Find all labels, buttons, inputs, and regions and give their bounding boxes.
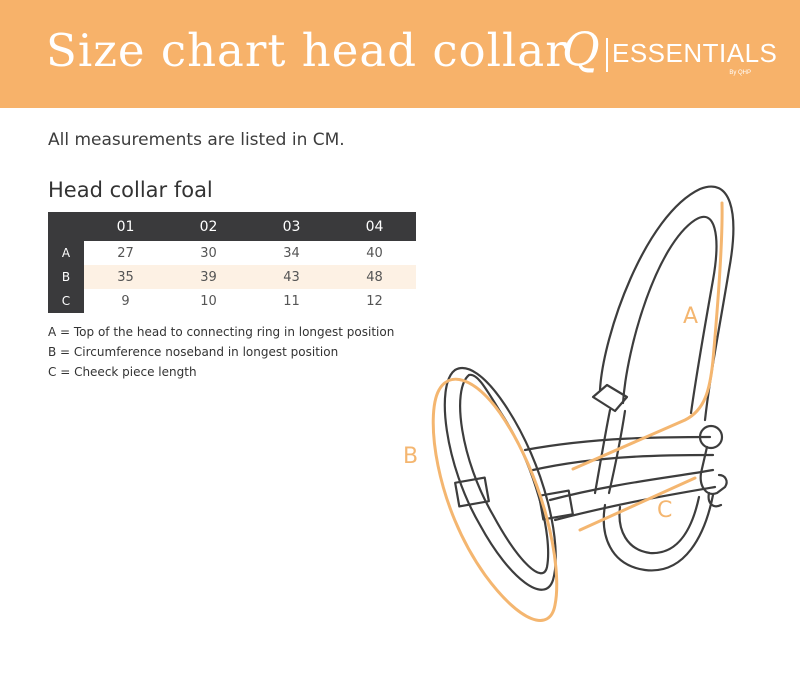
column-header: 02	[167, 212, 250, 241]
throat-strap-inner	[531, 453, 715, 472]
table-cell: 43	[250, 265, 333, 289]
table-cell: 39	[167, 265, 250, 289]
section-title: Head collar foal	[48, 178, 213, 202]
table-cell: 40	[366, 245, 383, 261]
crown-strap-inner	[621, 215, 718, 415]
legend-item-c: C = Cheeck piece length	[48, 365, 197, 379]
table-row: A 27 30 34 40	[48, 241, 416, 265]
crown-strap	[598, 185, 735, 422]
table-cell: 9	[121, 293, 130, 309]
row-header: B	[48, 265, 84, 289]
measurement-lines	[431, 201, 724, 622]
measurement-legend: A = Top of the head to connecting ring i…	[48, 322, 394, 382]
table-row: C 9 10 11 12	[48, 289, 416, 313]
connecting-ring	[698, 424, 724, 450]
table-cell: 11	[283, 293, 300, 309]
measurement-b-loop	[431, 377, 559, 622]
logo-mark: Q	[562, 22, 600, 76]
table-cell: 48	[333, 265, 416, 289]
noseband-square-left	[454, 476, 490, 508]
table-cell: 10	[200, 293, 217, 309]
table-cell: 12	[366, 293, 383, 309]
head-collar-diagram: A B C	[403, 185, 735, 622]
legend-item-b: B = Circumference noseband in longest po…	[48, 345, 339, 359]
snap-hook	[699, 445, 728, 495]
crown-buckle	[591, 383, 629, 413]
halter-outline	[443, 185, 735, 591]
jaw-loop	[602, 493, 715, 572]
header-banner: Size chart head collar Q ESSENTIALS By Q…	[0, 0, 800, 108]
logo-divider	[606, 38, 608, 72]
page-title: Size chart head collar	[46, 24, 568, 77]
brand-logo: Q ESSENTIALS By QHP	[562, 26, 777, 82]
noseband-outer	[443, 367, 557, 591]
logo-byline: By QHP	[729, 70, 751, 76]
column-header: 04	[333, 212, 416, 241]
noseband-square-right	[538, 489, 574, 521]
size-table: 01 02 03 04 A 27 30 34 40 B 35 39 43 48 …	[48, 212, 416, 313]
cheek-strap	[593, 408, 612, 495]
table-corner-cell	[48, 212, 84, 241]
label-b: B	[403, 444, 418, 469]
table-row: B 35 39 43 48	[48, 265, 416, 289]
cheek-strap-inner	[607, 409, 627, 495]
table-cell: 35	[84, 265, 167, 289]
measurement-note: All measurements are listed in CM.	[48, 130, 345, 150]
table-cell: 27	[117, 245, 134, 261]
chin-strap	[548, 468, 715, 502]
table-cell: 30	[200, 245, 217, 261]
throat-strap	[523, 435, 712, 452]
measurement-labels: A B C	[403, 304, 698, 523]
row-header: C	[48, 289, 84, 313]
measurement-c-line	[578, 476, 697, 532]
column-header: 03	[250, 212, 333, 241]
logo-wordmark: ESSENTIALS	[612, 38, 778, 68]
column-header: 01	[84, 212, 167, 241]
table-header-row: 01 02 03 04	[48, 212, 416, 241]
label-a: A	[683, 304, 698, 329]
legend-item-a: A = Top of the head to connecting ring i…	[48, 325, 395, 339]
table-cell: 34	[283, 245, 300, 261]
jaw-loop-inner	[618, 495, 701, 555]
row-header: A	[48, 241, 84, 265]
measurement-a-line	[571, 201, 724, 471]
label-c: C	[657, 498, 672, 523]
